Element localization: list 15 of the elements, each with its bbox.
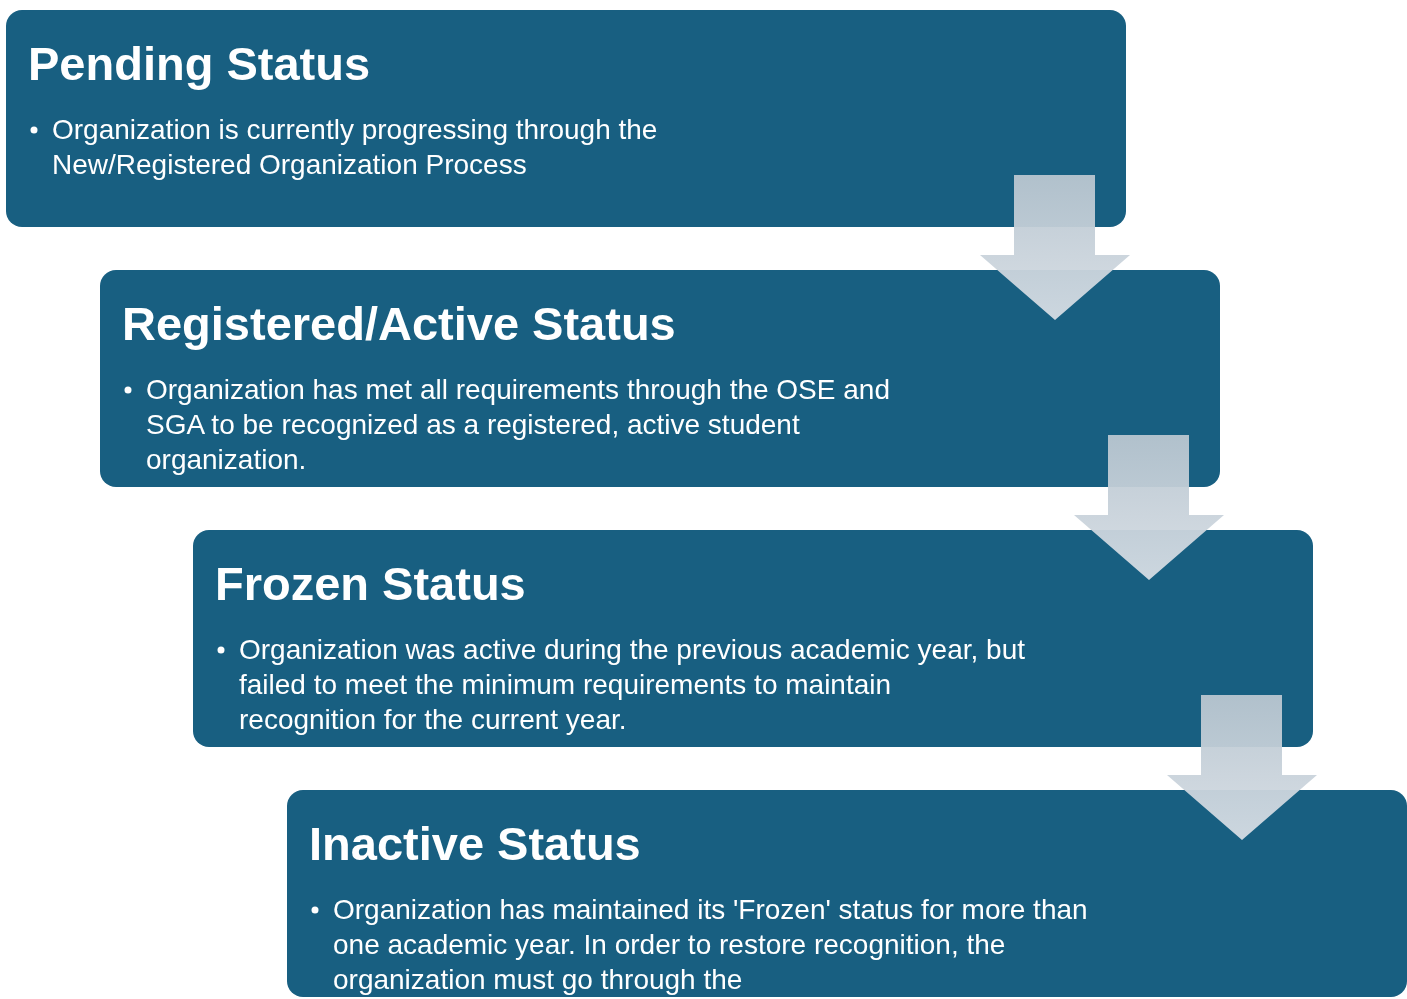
- down-arrow: [1074, 435, 1224, 580]
- status-heading: Pending Status: [28, 38, 372, 90]
- status-heading: Frozen Status: [215, 558, 527, 610]
- status-card: [193, 530, 1313, 747]
- down-arrow: [1167, 695, 1317, 840]
- status-card: [6, 10, 1126, 227]
- bullet-text: Organization has met all requirements through the OSE and SGA to be recognized as a registered, active student organization.: [146, 373, 890, 475]
- down-arrow: [980, 175, 1130, 320]
- status-card: [100, 270, 1220, 487]
- bullet-text: Organization has maintained its 'Frozen' status for more than one academic year. In order to restore recognition, the organization must go through the: [333, 893, 1088, 995]
- bullet-text: Organization is currently progressing through the New/Registered Organization Process: [52, 113, 658, 180]
- status-heading: Inactive Status: [309, 818, 642, 870]
- status-heading: Registered/Active Status: [122, 298, 677, 350]
- bullet-text: Organization was active during the previous academic year, but failed to meet the minimum requirements to maintain recognition for the current year.: [239, 633, 1025, 735]
- status-card: [287, 790, 1407, 997]
